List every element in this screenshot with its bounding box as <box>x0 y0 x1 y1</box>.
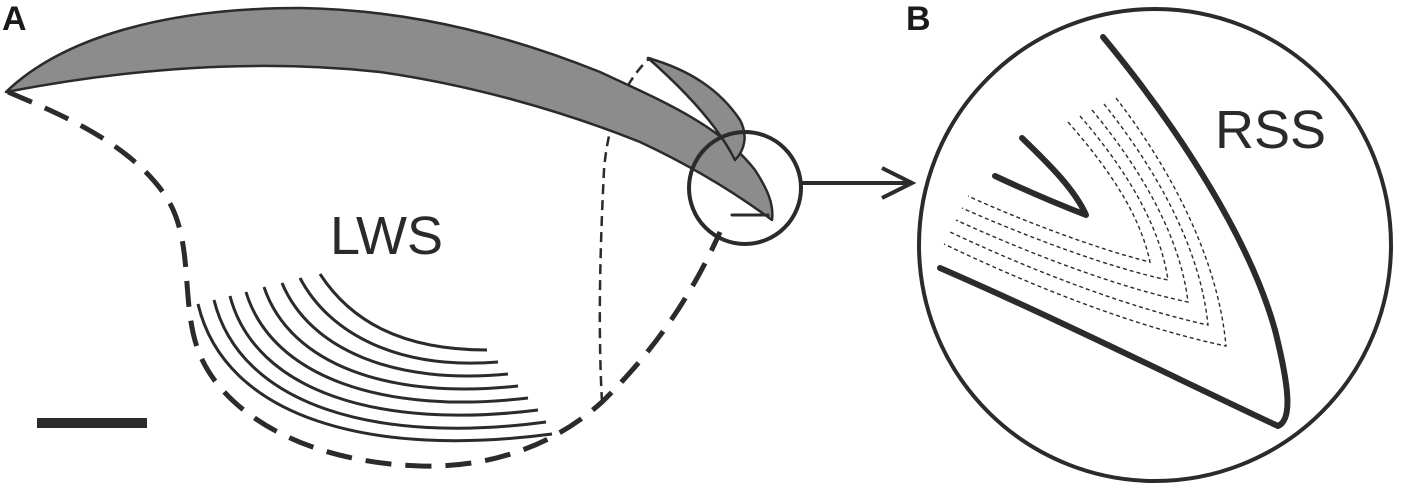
wing-upper <box>6 8 772 220</box>
region-label-rss: RSS <box>1215 100 1326 160</box>
panel-label-b: B <box>906 0 931 38</box>
inner-v-line <box>995 138 1086 215</box>
arrow-right-icon <box>802 168 912 198</box>
scale-bar <box>37 418 147 428</box>
rss-boundary-line <box>940 37 1287 426</box>
body-outline-dashed <box>8 92 720 466</box>
panel-label-a: A <box>2 0 27 38</box>
region-label-lws: LWS <box>330 206 443 266</box>
concentric-arcs <box>198 274 552 441</box>
magnified-circle <box>919 9 1391 481</box>
dotted-nested-arcs <box>944 98 1226 346</box>
